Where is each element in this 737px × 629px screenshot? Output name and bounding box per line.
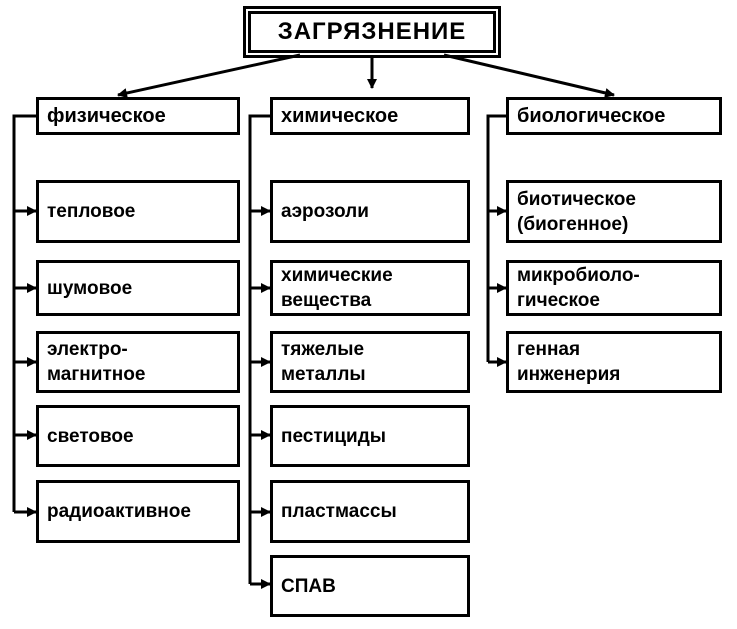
- item-physical-thermal: тепловое: [36, 180, 240, 243]
- diagram-title: ЗАГРЯЗНЕНИЕ: [243, 6, 501, 58]
- item-biological-microbiological: микробиоло- гическое: [506, 260, 722, 316]
- item-chemical-pesticides: пестициды: [270, 405, 470, 467]
- item-chemical-aerosols: аэрозоли: [270, 180, 470, 243]
- item-physical-light: световое: [36, 405, 240, 467]
- connector-title-right: [443, 53, 615, 98]
- category-chemical: химическое: [270, 97, 470, 135]
- item-physical-electromagnetic: электро- магнитное: [36, 331, 240, 393]
- item-biological-genetic-engineering: генная инженерия: [506, 331, 722, 393]
- connector-physical-spine: [12, 114, 36, 512]
- item-chemical-plastics: пластмассы: [270, 480, 470, 543]
- category-physical: физическое: [36, 97, 240, 135]
- connector-biological-spine: [486, 114, 506, 362]
- item-chemical-heavy-metals: тяжелые металлы: [270, 331, 470, 393]
- item-physical-radioactive: радиоактивное: [36, 480, 240, 543]
- item-biological-biotic: биотическое (биогенное): [506, 180, 722, 243]
- connector-chemical-spine: [248, 114, 270, 584]
- item-chemical-substances: химические вещества: [270, 260, 470, 316]
- connector-title-left: [117, 53, 301, 98]
- item-chemical-surfactants: СПАВ: [270, 555, 470, 617]
- item-physical-noise: шумовое: [36, 260, 240, 316]
- category-biological: биологическое: [506, 97, 722, 135]
